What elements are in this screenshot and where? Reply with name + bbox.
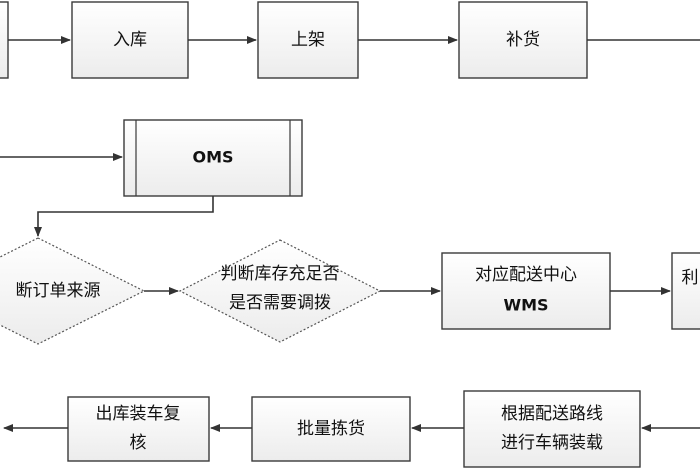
decision-stock-check	[178, 239, 382, 343]
label-dc-wms-line1: 对应配送中心	[475, 265, 577, 285]
box-right-partial	[671, 252, 700, 330]
box-batch-pick	[251, 396, 411, 462]
label-shelving: 上架	[291, 30, 325, 50]
box-shelving	[257, 1, 359, 79]
label-right-partial: 利	[682, 268, 699, 288]
label-stock-check-line1: 判断库存充足否	[221, 264, 340, 284]
box-outbound-check	[67, 396, 210, 462]
label-replenish: 补货	[506, 30, 540, 50]
label-order-source: 断订单来源	[16, 281, 101, 301]
box-left-partial	[0, 1, 9, 79]
box-route-load	[463, 390, 641, 468]
label-outbound-line2: 核	[130, 433, 147, 453]
label-batch-pick: 批量拣货	[297, 419, 365, 439]
box-replenish	[458, 1, 588, 79]
label-stock-check-line2: 是否需要调拨	[229, 293, 331, 313]
label-inbound: 入库	[113, 30, 147, 50]
connector-elbow	[34, 196, 214, 237]
decision-order-source	[0, 237, 146, 345]
box-dc-wms	[441, 252, 611, 330]
label-route-load-line2: 进行车辆装载	[501, 433, 603, 453]
label-outbound-line1: 出库装车复	[96, 404, 181, 424]
label-dc-wms-line2: WMS	[503, 296, 548, 315]
label-route-load-line1: 根据配送路线	[501, 404, 603, 424]
label-oms: OMS	[192, 148, 233, 167]
box-oms	[123, 119, 303, 197]
